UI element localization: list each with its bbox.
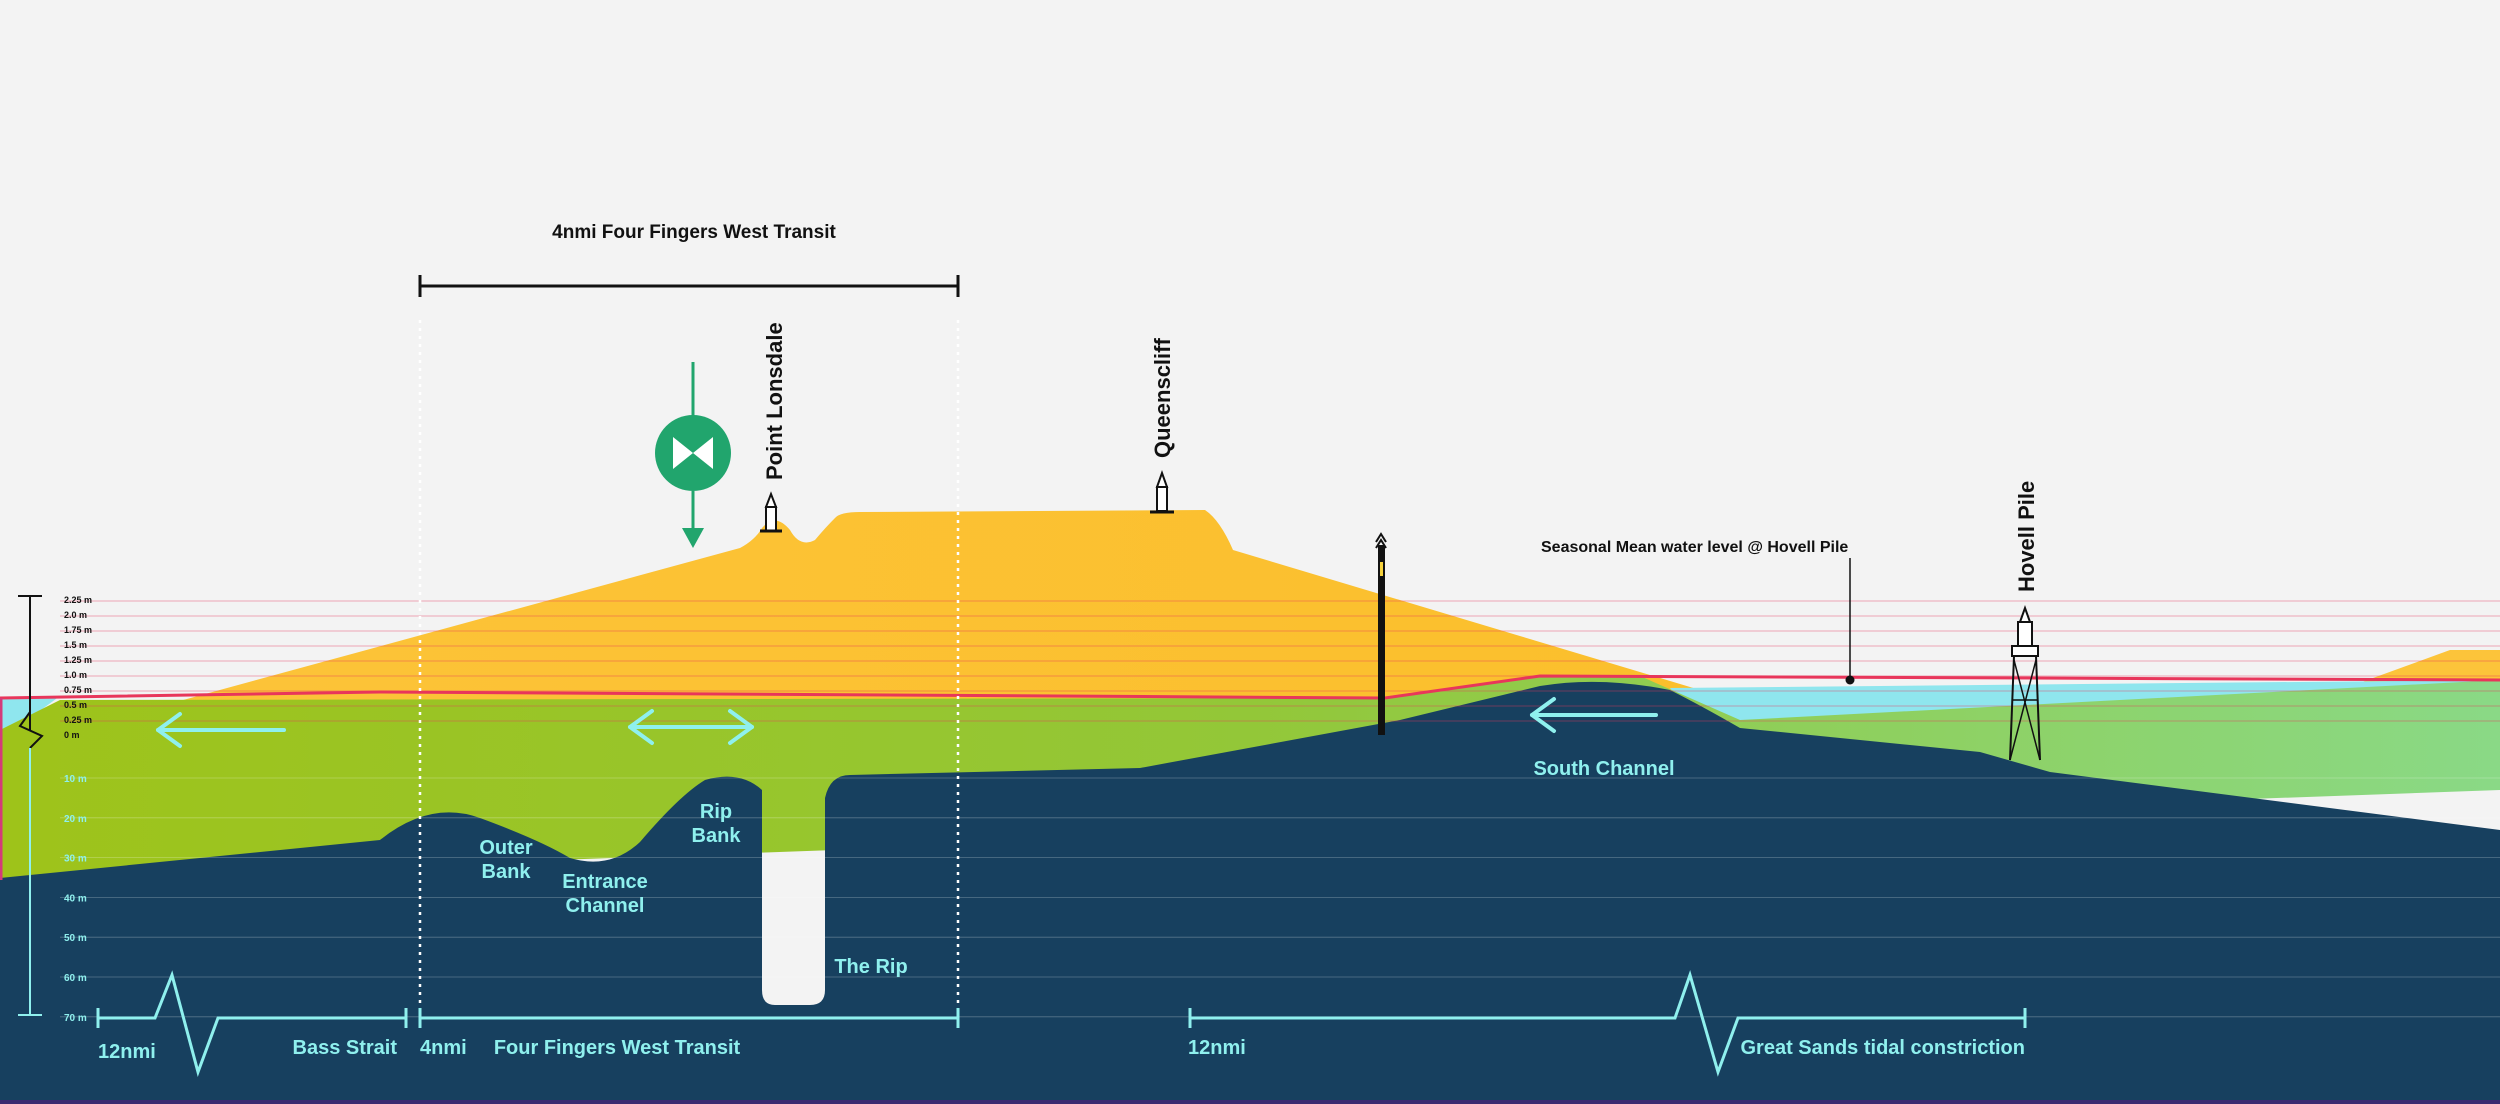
bottom-bracket-transit bbox=[418, 1008, 960, 1028]
lighthouse-point-lonsdale-icon bbox=[760, 491, 782, 533]
depth-scale-labels: 10 m 20 m 30 m 40 m 50 m 60 m 70 m bbox=[64, 774, 87, 1024]
label-left-distance: 12nmi bbox=[98, 1041, 156, 1063]
label-outer-bank-line2: Bank bbox=[482, 861, 532, 883]
deep-water-seabed bbox=[0, 681, 2500, 1104]
label-hovell-pile: Hovell Pile bbox=[2014, 481, 2039, 592]
tide-scale-label: 0.5 m bbox=[64, 700, 87, 710]
tide-scale-label: 0.75 m bbox=[64, 685, 92, 695]
hovell-pile-structure-icon bbox=[2009, 605, 2041, 761]
label-great-sands: Great Sands tidal constriction bbox=[1740, 1037, 2025, 1059]
depth-reference-lines bbox=[60, 777, 2500, 1018]
bottom-bracket-bass-strait bbox=[96, 970, 408, 1077]
label-bass-strait: Bass Strait bbox=[293, 1037, 398, 1059]
depth-scale-label: 10 m bbox=[64, 774, 87, 785]
tide-scale-label: 1.0 m bbox=[64, 670, 87, 680]
depth-scale-label: 70 m bbox=[64, 1013, 87, 1024]
depth-scale-label: 60 m bbox=[64, 973, 87, 984]
label-rip-bank-line1: Rip bbox=[700, 801, 732, 823]
tide-scale-label: 1.25 m bbox=[64, 655, 92, 665]
label-water-level-note: Seasonal Mean water level @ Hovell Pile bbox=[1541, 539, 1848, 556]
arrow-bidirectional-transit-icon bbox=[628, 709, 754, 745]
tide-scale-label: 2.0 m bbox=[64, 610, 87, 620]
tide-reference-lines bbox=[60, 600, 2500, 722]
label-queenscliff: Queenscliff bbox=[1150, 338, 1175, 458]
lighthouse-queenscliff-icon bbox=[1150, 470, 1174, 514]
depth-scale-label: 30 m bbox=[64, 854, 87, 865]
depth-scale-label: 20 m bbox=[64, 814, 87, 825]
tide-scale-labels: 2.25 m 2.0 m 1.75 m 1.5 m 1.25 m 1.0 m 0.75 m 0… bbox=[64, 595, 92, 740]
tide-scale-label: 0 m bbox=[64, 730, 80, 740]
vertical-scale-bar bbox=[18, 595, 44, 1016]
label-outer-bank-line1: Outer bbox=[479, 837, 533, 859]
transit-span-bracket bbox=[418, 275, 960, 297]
channel-marker-pole-icon bbox=[1375, 532, 1387, 735]
label-entrance-channel-line2: Channel bbox=[566, 895, 645, 917]
tide-scale-label: 0.25 m bbox=[64, 715, 92, 725]
tide-scale-label: 1.75 m bbox=[64, 625, 92, 635]
water-level-point bbox=[1845, 675, 1855, 685]
label-south-channel: South Channel bbox=[1533, 758, 1674, 780]
label-point-lonsdale: Point Lonsdale bbox=[762, 322, 787, 480]
arrow-left-bass-strait-icon bbox=[156, 712, 286, 748]
label-right-distance: 12nmi bbox=[1188, 1037, 1246, 1059]
label-transit-distance: 4nmi bbox=[420, 1037, 467, 1059]
tide-scale-label: 1.5 m bbox=[64, 640, 87, 650]
label-the-rip: The Rip bbox=[834, 956, 907, 978]
transit-title: 4nmi Four Fingers West Transit bbox=[552, 222, 836, 243]
green-marker-icon bbox=[655, 362, 731, 548]
arrow-left-south-channel-icon bbox=[1530, 697, 1658, 733]
label-rip-bank-line2: Bank bbox=[692, 825, 742, 847]
label-transit-name: Four Fingers West Transit bbox=[494, 1037, 741, 1059]
bottom-bracket-great-sands bbox=[1188, 970, 2027, 1077]
depth-scale-label: 40 m bbox=[64, 893, 87, 904]
label-entrance-channel-line1: Entrance bbox=[562, 871, 648, 893]
tide-scale-label: 2.25 m bbox=[64, 595, 92, 605]
depth-scale-label: 50 m bbox=[64, 933, 87, 944]
